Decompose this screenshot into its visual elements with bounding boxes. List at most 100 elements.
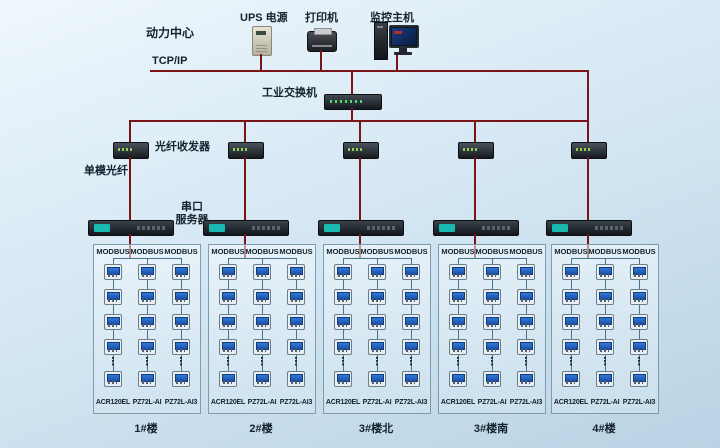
fiber-link-line <box>129 157 131 220</box>
power-meter-icon <box>334 314 352 330</box>
ups-label: UPS 电源 <box>240 12 288 24</box>
meter-model-label: ACR120EL <box>210 399 246 406</box>
tcpip-bus-line <box>150 70 589 72</box>
power-meter-icon <box>368 339 386 355</box>
power-meter-icon <box>219 289 237 305</box>
power-meter-icon <box>630 264 648 280</box>
power-meter-icon <box>402 371 420 387</box>
meter-model-label: PZ72L-AI <box>362 399 392 406</box>
serial-server-icon <box>433 220 519 236</box>
power-meter-icon <box>287 289 305 305</box>
power-meter-icon <box>334 289 352 305</box>
power-meter-icon <box>596 314 614 330</box>
power-meter-icon <box>287 339 305 355</box>
serial-server-icon <box>318 220 404 236</box>
meter-model-label: PZ72L-AI3 <box>509 399 543 406</box>
fiber-link-line <box>244 157 246 220</box>
vertical-ellipsis: ⋮ <box>222 356 234 368</box>
group-label: 3#楼北 <box>358 423 394 435</box>
power-meter-icon <box>562 339 580 355</box>
vertical-ellipsis: ⋮ <box>405 356 417 368</box>
power-meter-icon <box>104 264 122 280</box>
power-meter-icon <box>630 289 648 305</box>
power-meter-icon <box>562 264 580 280</box>
power-meter-icon <box>562 371 580 387</box>
modbus-label: MODBUS <box>554 247 588 256</box>
serial-server-icon <box>203 220 289 236</box>
bus-drop-line <box>244 120 246 142</box>
modbus-label: MODBUS <box>394 247 428 256</box>
power-meter-icon <box>172 339 190 355</box>
tcpip-label: TCP/IP <box>152 55 188 67</box>
power-meter-icon <box>368 289 386 305</box>
serial-server-label-line1: 串口 <box>181 201 203 213</box>
power-meter-icon <box>104 289 122 305</box>
power-meter-icon <box>334 264 352 280</box>
fiber-transceiver-icon <box>113 142 149 159</box>
power-meter-icon <box>562 289 580 305</box>
printer-link-line <box>320 50 322 72</box>
power-meter-icon <box>104 314 122 330</box>
monitor-stand <box>399 48 407 52</box>
monitor-host-icon <box>374 20 419 62</box>
modbus-label: MODBUS <box>509 247 543 256</box>
vertical-ellipsis: ⋮ <box>565 356 577 368</box>
switch-label: 工业交换机 <box>262 87 317 99</box>
meter-model-label: PZ72L-AI <box>477 399 507 406</box>
power-meter-icon <box>104 339 122 355</box>
power-meter-icon <box>596 371 614 387</box>
power-meter-icon <box>402 339 420 355</box>
group-label: 1#楼 <box>134 423 158 435</box>
power-meter-icon <box>287 371 305 387</box>
vertical-ellipsis: ⋮ <box>175 356 187 368</box>
power-meter-icon <box>287 314 305 330</box>
meter-model-label: ACR120EL <box>95 399 131 406</box>
meter-model-label: ACR120EL <box>325 399 361 406</box>
power-meter-icon <box>630 314 648 330</box>
power-meter-icon <box>596 289 614 305</box>
power-meter-icon <box>630 371 648 387</box>
power-meter-icon <box>483 289 501 305</box>
power-meter-icon <box>219 371 237 387</box>
power-meter-icon <box>517 339 535 355</box>
fiber-transceiver-icon <box>458 142 494 159</box>
power-meter-icon <box>138 314 156 330</box>
meter-model-label: PZ72L-AI3 <box>622 399 656 406</box>
power-meter-icon <box>172 264 190 280</box>
power-meter-icon <box>368 314 386 330</box>
bus-drop-line <box>474 120 476 142</box>
power-meter-icon <box>334 339 352 355</box>
power-meter-icon <box>253 264 271 280</box>
power-meter-icon <box>368 371 386 387</box>
power-meter-icon <box>483 314 501 330</box>
meter-model-label: PZ72L-AI3 <box>279 399 313 406</box>
power-meter-icon <box>517 371 535 387</box>
fiber-transceiver-icon <box>571 142 607 159</box>
bus-drop-line <box>359 120 361 142</box>
vertical-ellipsis: ⋮ <box>290 356 302 368</box>
power-meter-icon <box>449 264 467 280</box>
vertical-ellipsis: ⋮ <box>452 356 464 368</box>
power-meter-icon <box>172 289 190 305</box>
power-meter-icon <box>402 264 420 280</box>
serial-server-label-line2: 服务器 <box>175 214 209 226</box>
power-meter-icon <box>138 339 156 355</box>
modbus-label: MODBUS <box>96 247 130 256</box>
power-meter-icon <box>449 289 467 305</box>
modbus-label: MODBUS <box>588 247 622 256</box>
power-center-label: 动力中心 <box>146 26 195 40</box>
modbus-label: MODBUS <box>211 247 245 256</box>
power-meter-icon <box>483 371 501 387</box>
single-mode-fiber-label: 单模光纤 <box>84 165 128 177</box>
fiber-link-line <box>474 157 476 220</box>
power-meter-icon <box>596 339 614 355</box>
power-meter-icon <box>253 371 271 387</box>
power-meter-icon <box>402 289 420 305</box>
serial-server-label: 串口 服务器 <box>170 201 214 227</box>
